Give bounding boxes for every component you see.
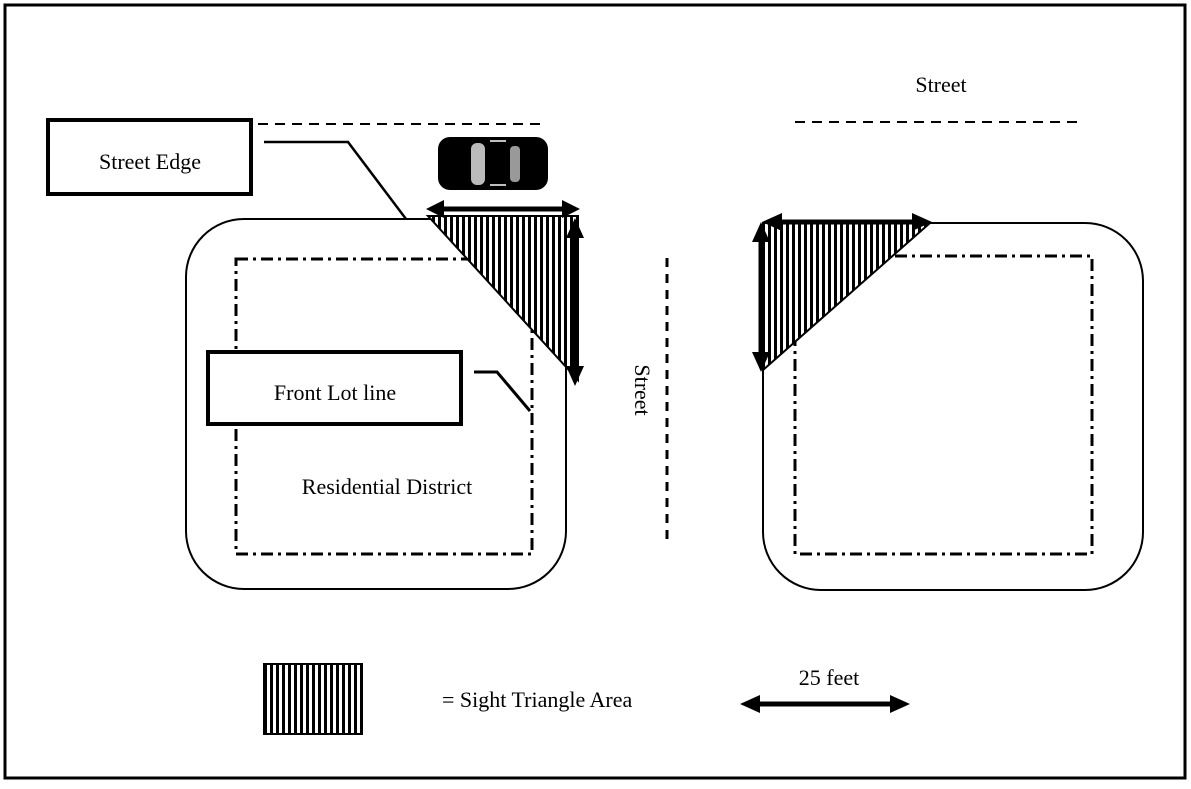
right-lot-street-edge <box>762 222 1144 591</box>
right-horizontal-dimension-arrow <box>762 213 932 231</box>
right-lot-front-lot-line <box>793 254 1094 556</box>
left-vertical-dimension-arrow <box>566 218 584 386</box>
outer-frame <box>3 3 1187 780</box>
sight-triangle-legend-label: = Sight Triangle Area <box>442 687 632 712</box>
street-edge-label: Street Edge <box>99 149 201 174</box>
scale-arrow-icon <box>740 695 910 713</box>
right-lot <box>752 213 1144 591</box>
sight-triangle-legend-swatch <box>263 663 363 735</box>
front-lot-line-label: Front Lot line <box>274 380 396 405</box>
left-horizontal-dimension-arrow <box>426 200 580 218</box>
street-top-label: Street <box>915 72 966 97</box>
right-sight-triangle <box>762 222 933 373</box>
street-vertical-label: Street <box>630 364 655 415</box>
legend: = Sight Triangle Area 25 feet <box>263 663 910 735</box>
left-sight-triangle <box>425 215 579 383</box>
front-lot-line-leader-line <box>474 370 532 412</box>
scale-legend-label: 25 feet <box>799 665 859 690</box>
right-vertical-dimension-arrow <box>752 222 770 372</box>
car-icon <box>438 137 548 190</box>
front-lot-line-callout-box <box>206 350 463 426</box>
left-lot-street-edge <box>185 218 567 590</box>
left-lot: Residential District <box>185 200 584 590</box>
street-edge-callout-box <box>46 118 253 196</box>
district-label: Residential District <box>302 474 472 499</box>
street-edge-leader-line <box>264 140 407 220</box>
